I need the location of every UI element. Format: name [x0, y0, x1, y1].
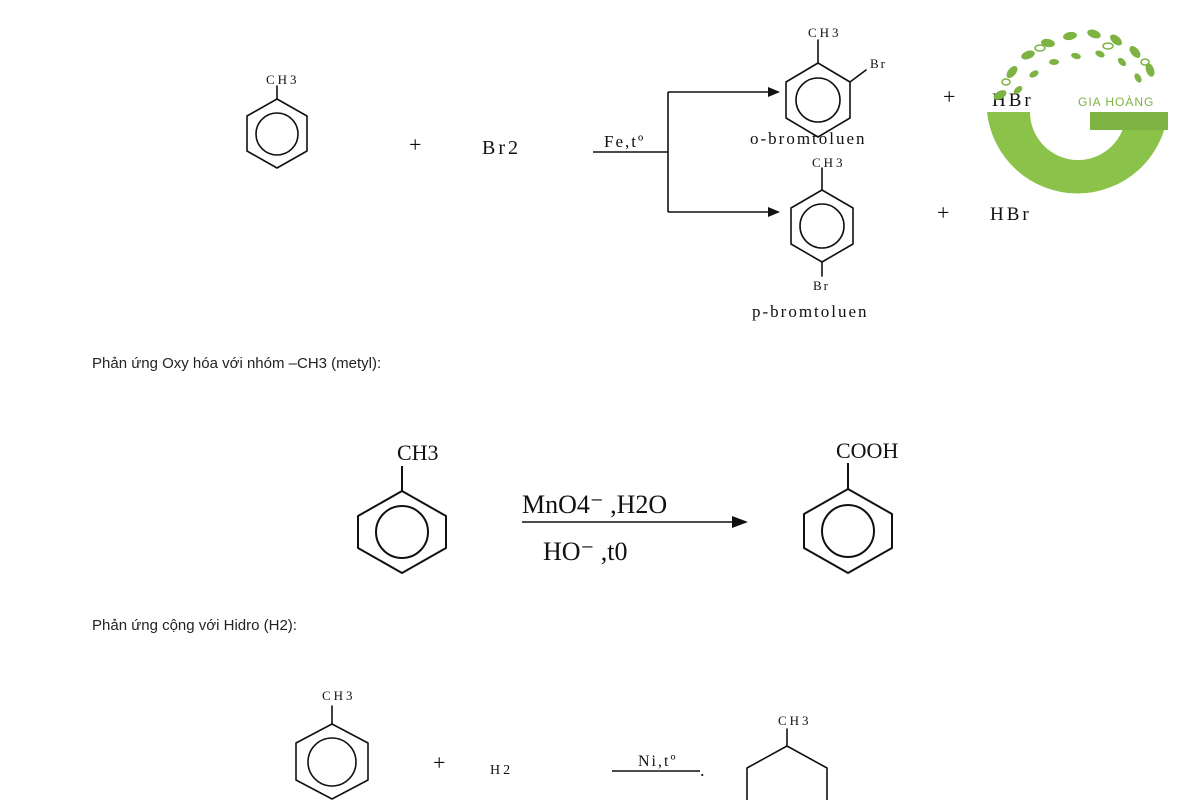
- condition-ni-heat: Ni,tº: [638, 753, 677, 770]
- hydrogenation-methyl-label: CH3: [322, 688, 356, 703]
- para-br-label: Br: [813, 278, 830, 293]
- reaction-2: CH3 MnO4⁻ ,H2O HO⁻ ,t0 COOH: [357, 438, 898, 574]
- plus-sign-1: +: [409, 132, 421, 157]
- methylcyclohexane-ring: [746, 728, 828, 800]
- reaction-3: CH3 + H2 Ni,tº . CH3: [295, 688, 828, 800]
- toluene-methyl-label: CH3: [266, 72, 300, 87]
- oxidation-methyl-label: CH3: [397, 440, 439, 465]
- heading-hydrogenation: Phản ứng cộng với Hidro (H2):: [92, 617, 297, 634]
- condition-fe-heat: Fe,tº: [604, 132, 645, 151]
- gia-hoang-logo-icon: [987, 29, 1168, 194]
- plus-sign-ortho: +: [943, 84, 955, 109]
- hydrogen-reagent: H2: [490, 763, 513, 778]
- hbr-byproduct-para: HBr: [990, 204, 1032, 225]
- para-methyl-label: CH3: [812, 155, 846, 170]
- toluene-ring-2: [357, 466, 447, 574]
- o-bromotoluene-name: o-bromtoluen: [750, 129, 867, 148]
- branch-para-arrowhead: [768, 207, 780, 217]
- gia-hoang-logo: GIA HOÀNG: [987, 29, 1168, 194]
- plus-sign-3: +: [433, 750, 445, 775]
- o-bromotoluene-ring: [785, 39, 867, 138]
- oxidation-arrowhead: [732, 516, 748, 528]
- p-bromotoluene-name: p-bromtoluen: [752, 302, 869, 321]
- reaction-1: CH3 + Br2 Fe,tº CH3 Br o-bromtoluen + HB…: [246, 25, 1032, 321]
- toluene-ring-3: [295, 705, 369, 800]
- gia-hoang-logo-text: GIA HOÀNG: [1078, 94, 1154, 109]
- ortho-br-label: Br: [870, 56, 887, 71]
- oxidation-condition-top: MnO4⁻ ,H2O: [522, 490, 667, 519]
- plus-sign-para: +: [937, 200, 949, 225]
- toluene-ring-1: [246, 85, 308, 169]
- oxidation-condition-bottom: HO⁻ ,t0: [543, 537, 628, 566]
- hydrogenation-dot: .: [700, 760, 705, 780]
- benzoic-acid-ring: [803, 463, 893, 574]
- heading-oxidation: Phản ứng Oxy hóa với nhóm –CH3 (metyl):: [92, 355, 381, 372]
- ortho-methyl-label: CH3: [808, 25, 842, 40]
- carboxyl-group-label: COOH: [836, 438, 898, 463]
- branch-ortho-arrowhead: [768, 87, 780, 97]
- bromine-reagent: Br2: [482, 137, 521, 159]
- cyclohexane-methyl-label: CH3: [778, 713, 812, 728]
- p-bromotoluene-ring: [790, 167, 854, 277]
